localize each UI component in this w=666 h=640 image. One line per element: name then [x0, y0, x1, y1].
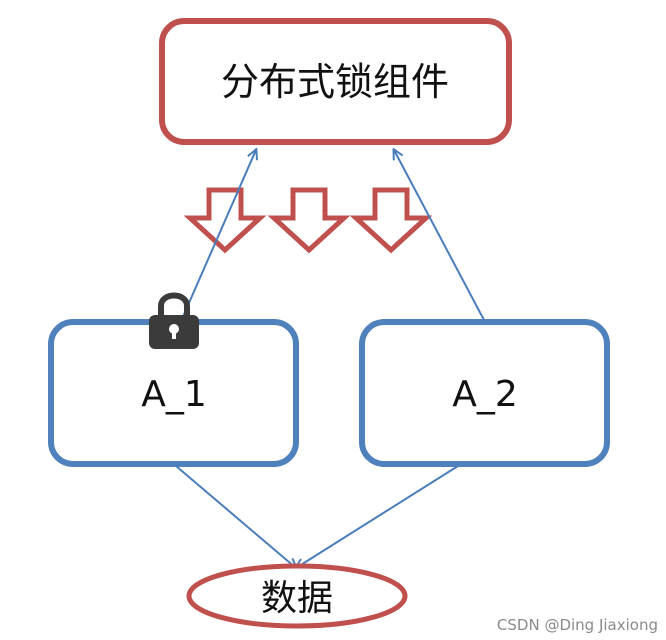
data-store-ellipse — [186, 563, 408, 629]
down-arrow-icon — [267, 187, 351, 254]
data-store-label: 数据 — [261, 578, 333, 619]
node-a1-label: A_1 — [141, 374, 207, 415]
a1-to-data-arrow — [175, 465, 296, 568]
distributed-lock-label: 分布式锁组件 — [221, 60, 449, 104]
down-arrow-icon — [349, 187, 433, 254]
distributed-lock-box — [159, 18, 512, 145]
padlock-icon — [149, 292, 199, 349]
a2-to-lock-arrow — [394, 150, 485, 321]
watermark: CSDN @Ding Jiaxiong — [496, 616, 658, 634]
a2-to-data-arrow — [296, 465, 459, 568]
node-a2-box — [359, 319, 610, 467]
a1-to-lock-arrow — [177, 150, 256, 329]
node-a2-label: A_2 — [452, 374, 518, 415]
